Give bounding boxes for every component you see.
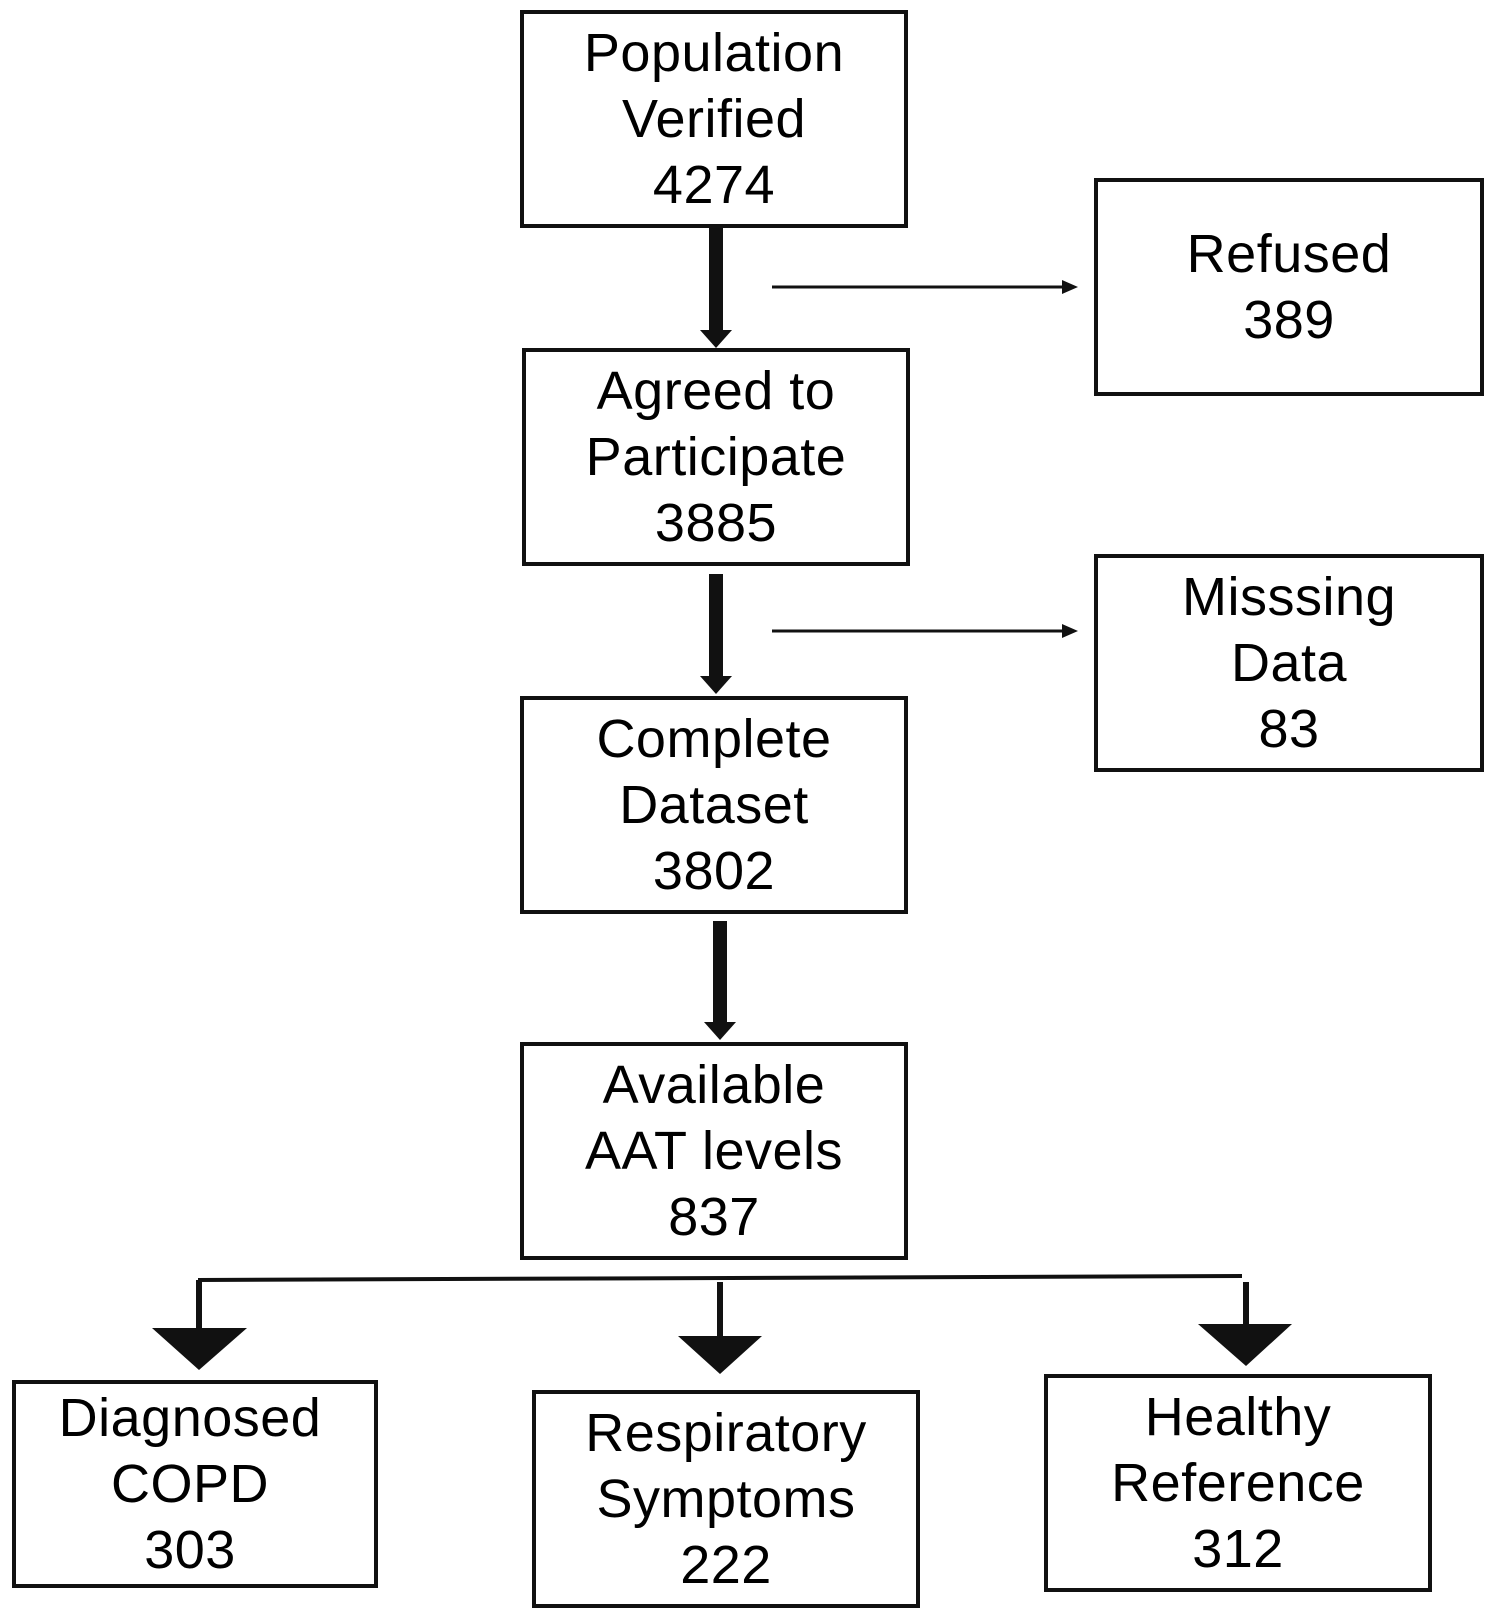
node-population-verified: Population Verified 4274 [520,10,908,228]
branch-line [197,1274,1243,1282]
node-complete-line2: Dataset [619,775,809,835]
node-missing-line2: Data [1230,633,1348,693]
node-agreed-to-participate: Agreed to Participate 3885 [522,348,910,566]
node-population-verified-line2: Verified [621,89,807,149]
node-missing-count: 83 [1258,699,1320,759]
node-aat-count: 837 [668,1187,760,1247]
arrow-to-missing [772,624,1078,638]
node-healthy-line1: Healthy [1144,1387,1332,1447]
node-respiratory-text: Respiratory Symptoms 222 [585,1400,867,1598]
arrow-complete-to-aat [704,921,736,1040]
node-aat-line2: AAT levels [584,1121,844,1181]
node-missing-data: Misssing Data 83 [1094,554,1484,772]
arrow-to-healthy [1198,1282,1292,1366]
node-refused-count: 389 [1243,290,1335,350]
node-agreed-line1: Agreed to [596,361,836,421]
node-agreed-line2: Participate [585,427,847,487]
node-copd-line1: Diagnosed [58,1388,322,1448]
arrow-to-respiratory [678,1282,762,1374]
node-aat-line1: Available [602,1055,826,1115]
node-respiratory-line2: Symptoms [596,1469,856,1529]
node-refused-text: Refused 389 [1187,221,1392,353]
node-complete-count: 3802 [652,841,776,901]
node-agreed-text: Agreed to Participate 3885 [586,358,847,556]
node-respiratory-symptoms: Respiratory Symptoms 222 [532,1390,920,1608]
node-missing-line1: Misssing [1181,567,1397,627]
node-population-verified-line1: Population [583,23,845,83]
node-healthy-text: Healthy Reference 312 [1111,1384,1365,1582]
node-aat-text: Available AAT levels 837 [585,1052,843,1250]
node-refused: Refused 389 [1094,178,1484,396]
node-missing-text: Misssing Data 83 [1182,564,1396,762]
node-population-verified-text: Population Verified 4274 [584,20,844,218]
node-population-verified-count: 4274 [652,155,776,215]
node-copd-text: Diagnosed COPD 303 [59,1385,322,1583]
node-refused-line1: Refused [1186,224,1392,284]
node-diagnosed-copd: Diagnosed COPD 303 [12,1380,378,1588]
node-copd-line2: COPD [110,1454,269,1514]
node-healthy-count: 312 [1192,1519,1284,1579]
arrow-population-to-agreed [700,228,732,348]
node-copd-count: 303 [144,1520,236,1580]
arrow-to-copd [152,1280,247,1370]
node-agreed-count: 3885 [654,493,778,553]
node-complete-dataset: Complete Dataset 3802 [520,696,908,914]
arrow-agreed-to-complete [700,574,732,694]
node-healthy-line2: Reference [1111,1453,1365,1513]
node-complete-text: Complete Dataset 3802 [596,706,831,904]
node-complete-line1: Complete [596,709,832,769]
node-healthy-reference: Healthy Reference 312 [1044,1374,1432,1592]
arrow-to-refused [772,280,1078,294]
node-respiratory-line1: Respiratory [585,1403,867,1463]
node-respiratory-count: 222 [680,1535,772,1595]
node-available-aat-levels: Available AAT levels 837 [520,1042,908,1260]
